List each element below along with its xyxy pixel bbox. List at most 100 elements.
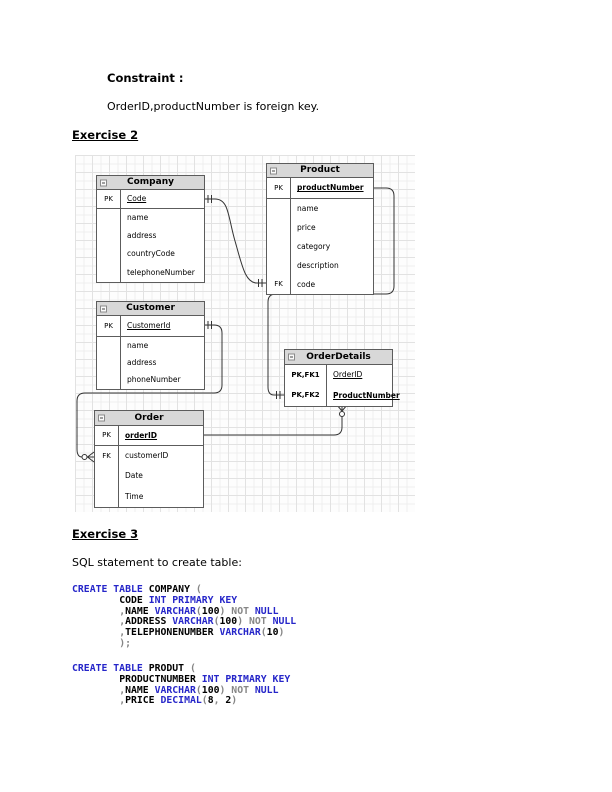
entity-row: phoneNumber <box>97 371 204 389</box>
entity-row: Time <box>95 486 203 507</box>
entity-row: price <box>267 218 373 237</box>
code-token: VARCHAR <box>154 684 196 696</box>
attribute-name: customerID <box>125 451 169 461</box>
relationship-company-product <box>205 195 266 287</box>
key-label: PK <box>97 190 121 208</box>
code-token: INT PRIMARY KEY <box>148 594 238 606</box>
attribute-name: phoneNumber <box>127 375 181 385</box>
sql-intro-text: SQL statement to create table: <box>72 556 242 569</box>
attribute-name: OrderID <box>333 370 363 380</box>
entity-title: OrderDetails <box>306 351 371 362</box>
attribute-name: name <box>127 213 149 223</box>
code-line: CREATE TABLE COMPANY ( <box>72 584 296 596</box>
attribute-name: name <box>127 340 149 350</box>
attribute-name: orderID <box>125 430 158 440</box>
code-token <box>72 695 119 706</box>
cardinality-one-icon <box>207 321 212 329</box>
entity-row: PK orderID <box>95 426 203 446</box>
cardinality-zero-icon <box>81 454 88 460</box>
code-token: ) <box>219 605 232 617</box>
code-token: , <box>119 616 126 628</box>
key-label <box>267 237 291 256</box>
attribute-name: price <box>297 222 316 232</box>
entity-row: category <box>267 237 373 256</box>
attribute-name: telephoneNumber <box>127 267 195 277</box>
code-token: 100 <box>201 684 220 696</box>
entity-row: PK,FK2 ProductNumber <box>285 385 400 406</box>
code-line: CREATE TABLE PRODUT ( <box>72 663 290 675</box>
entity-row: name <box>97 209 204 227</box>
code-token: PRICE <box>125 695 161 707</box>
code-token: ( <box>201 695 208 707</box>
key-label <box>95 466 119 486</box>
cardinality-one-icon <box>207 195 212 203</box>
exercise-2-heading: Exercise 2 <box>72 128 139 142</box>
attribute-name: countryCode <box>127 249 175 259</box>
collapse-icon <box>288 353 295 361</box>
attribute-name: name <box>297 203 319 213</box>
key-label: PK <box>97 316 121 336</box>
code-token: ( <box>213 616 220 628</box>
code-token: VARCHAR <box>172 616 214 628</box>
code-token: NULL <box>254 684 279 696</box>
entity-row: description <box>267 256 373 275</box>
constraint-heading: Constraint : <box>107 71 184 85</box>
key-label <box>267 256 291 275</box>
key-label <box>267 199 291 218</box>
entity-row: telephoneNumber <box>97 263 204 282</box>
attribute-name: Code <box>127 194 147 204</box>
code-token: ( <box>195 584 202 595</box>
code-token: CODE <box>119 594 149 606</box>
attribute-name: address <box>127 231 157 241</box>
code-token <box>72 627 119 638</box>
attribute-name: CustomerId <box>127 321 171 331</box>
code-token: ADDRESS <box>125 616 173 628</box>
key-label <box>97 209 121 227</box>
entity-header: OrderDetails <box>285 350 392 365</box>
entity-title: Company <box>127 177 174 187</box>
key-label: PK <box>267 178 291 198</box>
code-line: PRODUCTNUMBER INT PRIMARY KEY <box>72 673 291 686</box>
code-line: ,PRICE DECIMAL(8, 2) <box>72 695 290 707</box>
key-label: PK,FK2 <box>285 385 327 406</box>
code-line: ); <box>72 638 296 650</box>
entity-header: Order <box>95 411 203 426</box>
code-line: ,TELEPHONENUMBER VARCHAR(10) <box>72 627 296 639</box>
entity-row: PK CustomerId <box>97 316 204 337</box>
sql-code-block-company: CREATE TABLE COMPANY ( CODE INT PRIMARY … <box>72 584 296 650</box>
key-label <box>97 245 121 263</box>
attribute-name: category <box>297 241 331 251</box>
sql-code-block-produt: CREATE TABLE PRODUT ( PRODUCTNUMBER INT … <box>72 663 291 707</box>
code-token: 100 <box>219 616 238 628</box>
code-token: ) <box>231 695 238 707</box>
code-token: VARCHAR <box>154 605 196 617</box>
key-label: PK <box>95 426 119 445</box>
code-token: TELEPHONENUMBER <box>125 627 220 639</box>
code-token: COMPANY <box>148 584 196 595</box>
attribute-name: ProductNumber <box>333 390 400 400</box>
code-token: PRODUCTNUMBER <box>119 673 202 685</box>
entity-header: Customer <box>97 302 204 316</box>
code-token <box>72 616 119 627</box>
code-token: PRODUT <box>148 663 190 674</box>
code-token: ( <box>260 627 267 639</box>
code-token <box>72 606 119 617</box>
entity-row: Date <box>95 466 203 486</box>
relationship-order-orderdetails <box>204 404 348 436</box>
key-label <box>97 263 121 282</box>
code-line: ,NAME VARCHAR(100) NOT NULL <box>72 684 290 697</box>
code-token: 100 <box>201 605 220 617</box>
attribute-name: description <box>297 260 339 270</box>
collapse-icon <box>270 167 277 174</box>
key-label <box>97 227 121 245</box>
code-token: ( <box>195 684 202 696</box>
code-token: DECIMAL <box>160 695 202 707</box>
code-token: CREATE TABLE <box>72 584 149 595</box>
code-token: INT PRIMARY KEY <box>201 673 291 685</box>
